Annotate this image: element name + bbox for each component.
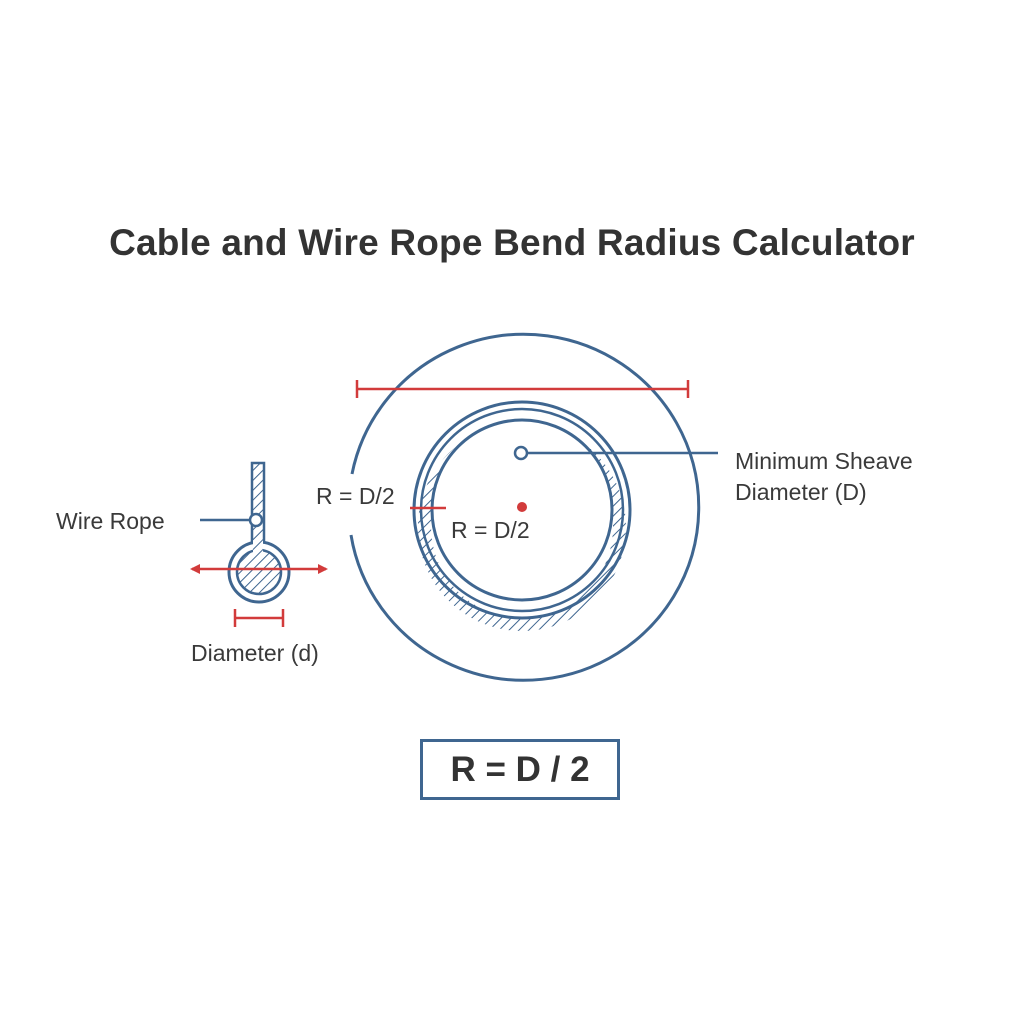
- wire-rope-strand: [250, 461, 266, 555]
- sheave-label-line1: Minimum Sheave: [735, 448, 913, 474]
- sheave-outer-circle: [349, 332, 701, 682]
- sheave: [349, 332, 718, 682]
- wire-rope-core-icon: [235, 548, 283, 596]
- sheave-diameter-label: Minimum Sheave Diameter (D): [735, 446, 913, 508]
- sheave-center-point: [517, 502, 527, 512]
- page-title: Cable and Wire Rope Bend Radius Calculat…: [109, 222, 915, 263]
- radius-label-inner: R = D/2: [451, 517, 530, 543]
- rope-diameter-label: Diameter (d): [191, 640, 319, 666]
- formula-box: R = D / 2: [420, 739, 620, 800]
- wire-rope-cross-section: [190, 461, 328, 627]
- wire-rope-label: Wire Rope: [56, 508, 165, 534]
- radius-label-outer: R = D/2: [316, 483, 395, 509]
- wire-rope-leader-dot: [248, 512, 264, 528]
- sheave-label-line2: Diameter (D): [735, 479, 867, 506]
- sheave-leader-dot: [513, 445, 529, 461]
